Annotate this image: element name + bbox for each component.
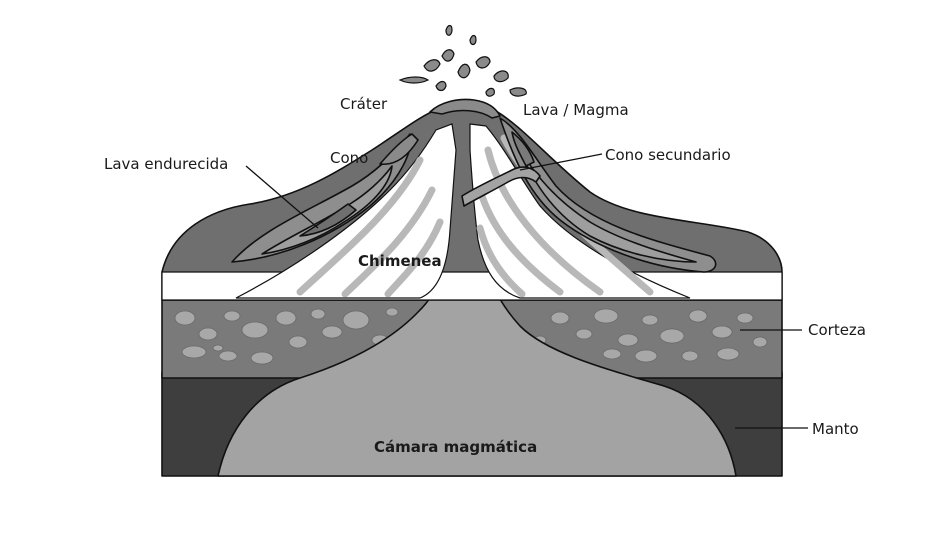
- label-manto: Manto: [812, 420, 859, 438]
- label-camara-magmatica: Cámara magmática: [374, 438, 537, 456]
- label-chimenea: Chimenea: [358, 252, 442, 270]
- label-crater: Cráter: [340, 95, 388, 113]
- label-corteza: Corteza: [808, 321, 866, 339]
- label-cono: Cono: [330, 149, 368, 167]
- label-lava-endurecida: Lava endurecida: [104, 155, 228, 173]
- lava-spatter: [400, 26, 526, 97]
- label-lava-magma: Lava / Magma: [523, 101, 629, 119]
- label-cono-secundario: Cono secundario: [605, 146, 731, 164]
